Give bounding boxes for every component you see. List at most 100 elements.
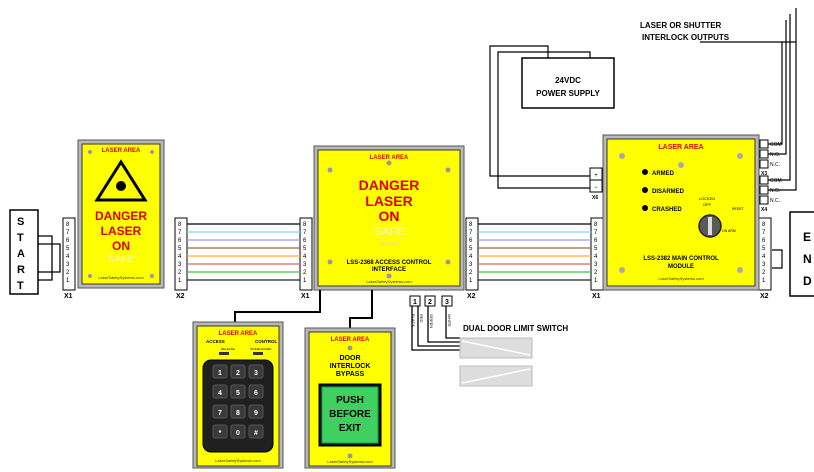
sign-laser: LASER	[365, 193, 412, 209]
model-line-1: LSS-2368 ACCESS CONTROL	[347, 260, 432, 266]
keypad-key-label: 7	[218, 410, 222, 417]
module-model-1: LSS-2382 MAIN CONTROL	[643, 256, 719, 262]
keypad-key-label: 9	[254, 410, 258, 417]
terminal-x6: + − X6	[589, 167, 603, 201]
keypad-control: CONTROL	[255, 339, 277, 344]
x2-label: X2	[760, 293, 769, 300]
keypad-key-label: 4	[218, 390, 222, 397]
keypad-key[interactable]	[230, 384, 246, 399]
keypad-key-label: 5	[236, 390, 240, 397]
power-supply: 24VDC POWER SUPPLY	[489, 45, 615, 189]
push-button-line-1: PUSH	[336, 395, 364, 406]
keypad-key[interactable]	[248, 364, 264, 379]
pin-number: 3	[303, 262, 307, 268]
pin-number: 6	[178, 238, 182, 244]
pin-number: 5	[469, 246, 473, 252]
relay-label: N.C.	[770, 198, 780, 204]
pin-number: 1	[303, 278, 307, 284]
pin-number: 4	[303, 254, 307, 260]
power-supply-line-1: 24VDC	[555, 76, 581, 85]
sign-danger: DANGER	[95, 209, 147, 223]
pin-number: 1	[594, 278, 598, 284]
keypad-key-label: 6	[254, 390, 258, 397]
terminal-number: 1	[413, 299, 417, 306]
door-limit-switch-1	[459, 337, 533, 359]
pin-number: 3	[762, 262, 766, 268]
pin-number: 6	[469, 238, 473, 244]
interlock-outputs-line-2: INTERLOCK OUTPUTS	[642, 33, 730, 42]
terminal-strip-left-x1	[62, 217, 76, 291]
keypad-key-label: 0	[236, 430, 240, 437]
bypass-title-2: INTERLOCK	[330, 363, 371, 370]
terminal-strip-mid-x2	[465, 217, 479, 291]
x1-label: X1	[64, 293, 73, 300]
sign-on: ON	[379, 208, 400, 224]
sign-safe: SAFE	[374, 226, 403, 238]
pin-number: 4	[594, 254, 598, 260]
bypass-header: LASER AREA	[331, 337, 370, 343]
pin-number: 8	[469, 222, 473, 228]
wire-label: WHITE	[447, 314, 452, 327]
model-line-2: INTERFACE	[372, 267, 406, 273]
wire-label: GREEN	[429, 314, 434, 328]
pin-number: 5	[178, 246, 182, 252]
keypad-key[interactable]	[212, 364, 228, 379]
pin-number: 7	[66, 230, 70, 236]
end-letter: N	[803, 252, 812, 266]
keypad-key-label: #	[254, 430, 258, 437]
wire-bundle-right	[478, 223, 591, 281]
push-before-exit-button[interactable]	[321, 386, 379, 444]
end-letter: D	[803, 274, 812, 288]
key-reset: RESET	[732, 207, 745, 211]
access-control-interface: LASER AREA DANGER LASER ON SAFE NOTICE L…	[313, 145, 465, 291]
pin-number: 1	[178, 278, 182, 284]
sign-on: ON	[112, 239, 130, 253]
pin-number: 6	[762, 238, 766, 244]
door-switch-terminals: 1 2 3 BLACK RED GREEN WHITE	[409, 295, 460, 351]
pin-number: 6	[66, 238, 70, 244]
keypad-key[interactable]	[212, 424, 228, 439]
end-letter: E	[803, 230, 811, 244]
end-block: E N D	[772, 211, 814, 297]
door-interlock-bypass: LASER AREA DOOR INTERLOCK BYPASS PUSH BE…	[304, 327, 396, 469]
wire-label: BLACK	[411, 314, 416, 327]
pin-number: 1	[66, 278, 70, 284]
keypad-key[interactable]	[230, 404, 246, 419]
start-letter: S	[17, 216, 24, 228]
module-footer: LaserSafetySystems.com	[658, 276, 704, 281]
keypad-header: LASER AREA	[219, 331, 258, 337]
bypass-title-3: BYPASS	[336, 371, 365, 378]
key-off: OFF	[703, 202, 712, 207]
keypad-key[interactable]	[212, 384, 228, 399]
status-armed: ARMED	[652, 171, 675, 177]
sign-danger: DANGER	[359, 177, 420, 193]
pin-number: 2	[762, 270, 766, 276]
pin-number: 1	[762, 278, 766, 284]
keypad-key[interactable]	[230, 424, 246, 439]
keypad-key-label: *	[219, 430, 222, 437]
armed-led-icon	[642, 169, 648, 175]
pin-number: 4	[762, 254, 766, 260]
sign-footer: LaserSafetySystems.com	[98, 275, 144, 280]
start-letter: T	[17, 280, 24, 292]
keypad-key[interactable]	[230, 364, 246, 379]
pin-number: 2	[66, 270, 70, 276]
relay-label: COM	[770, 178, 782, 184]
keypad-sub-left: RELEASE	[221, 347, 235, 351]
pin-number: 8	[762, 222, 766, 228]
keypad-key[interactable]	[248, 404, 264, 419]
keypad-key[interactable]	[248, 384, 264, 399]
relay-label: N.O.	[770, 152, 780, 158]
keypad-key[interactable]	[212, 404, 228, 419]
disarmed-led-icon	[642, 187, 648, 193]
pin-number: 5	[66, 246, 70, 252]
pin-number: 8	[66, 222, 70, 228]
relay-label: COM	[770, 142, 782, 148]
x2-label: X2	[467, 293, 476, 300]
keypad-key[interactable]	[248, 424, 264, 439]
x4-label: X4	[761, 207, 767, 213]
push-button-line-2: BEFORE	[329, 409, 371, 420]
pin-number: 7	[303, 230, 307, 236]
pin-number: 6	[594, 238, 598, 244]
door-limit-switch-2	[459, 365, 533, 387]
